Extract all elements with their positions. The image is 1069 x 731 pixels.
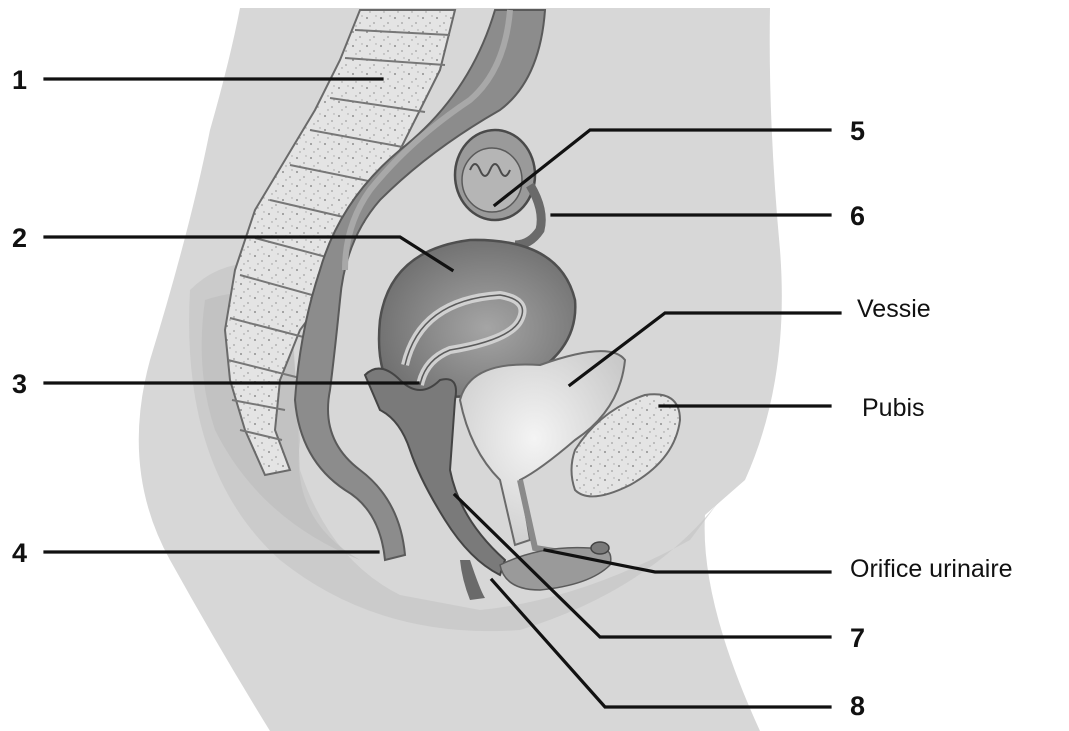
label-vessie: Vessie (857, 295, 931, 323)
label-7: 7 (850, 623, 865, 653)
label-2: 2 (12, 223, 27, 253)
label-6: 6 (850, 201, 865, 231)
label-pubis: Pubis (862, 394, 925, 422)
label-orifice-urinaire: Orifice urinaire (850, 555, 1013, 583)
label-8: 8 (850, 691, 865, 721)
label-5: 5 (850, 116, 865, 146)
label-4: 4 (12, 538, 27, 568)
label-1: 1 (12, 65, 27, 95)
label-3: 3 (12, 369, 27, 399)
